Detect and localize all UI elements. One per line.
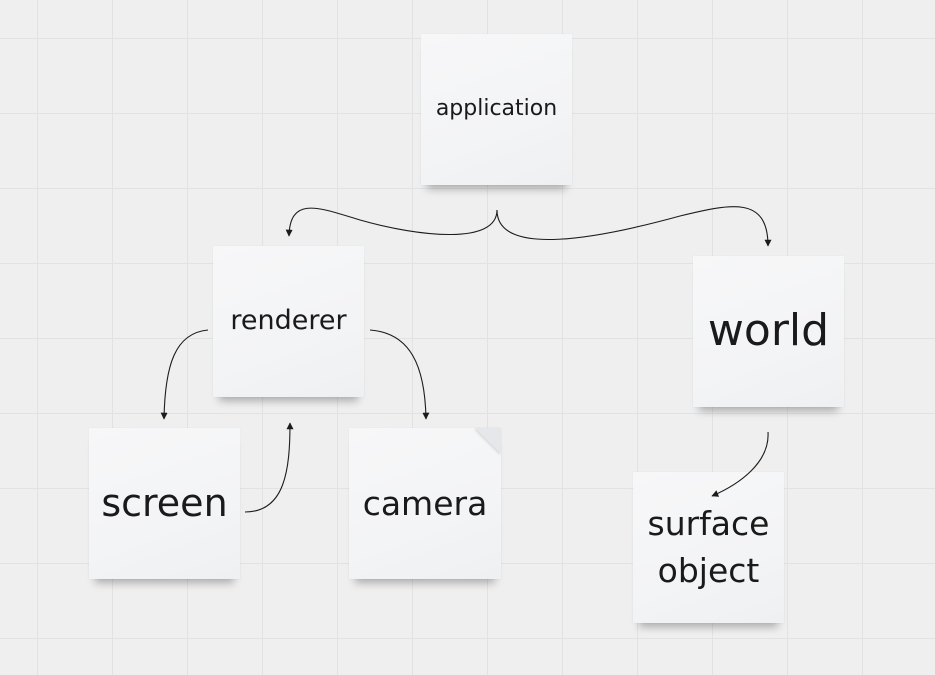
connector-screen-renderer[interactable] [244,422,294,513]
sticky-note-world[interactable]: world [693,256,844,407]
note-label-world: world [707,305,830,357]
sticky-note-camera[interactable]: camera [349,428,501,579]
note-label-renderer: renderer [230,305,347,337]
sticky-note-surface-object[interactable]: surface object [633,472,784,623]
connector-renderer-camera[interactable] [369,329,430,420]
connector-application-renderer[interactable] [285,207,498,237]
sticky-note-application[interactable]: application [421,34,572,185]
note-label-application: application [435,96,558,122]
sticky-note-screen[interactable]: screen [89,428,240,579]
note-label-surface-object: surface object [647,504,770,590]
folded-corner [475,428,501,454]
note-label-camera: camera [362,483,488,523]
note-label-screen: screen [101,480,228,525]
sticky-note-renderer[interactable]: renderer [213,246,364,397]
connector-application-world[interactable] [496,206,772,247]
connector-renderer-screen[interactable] [160,329,209,420]
